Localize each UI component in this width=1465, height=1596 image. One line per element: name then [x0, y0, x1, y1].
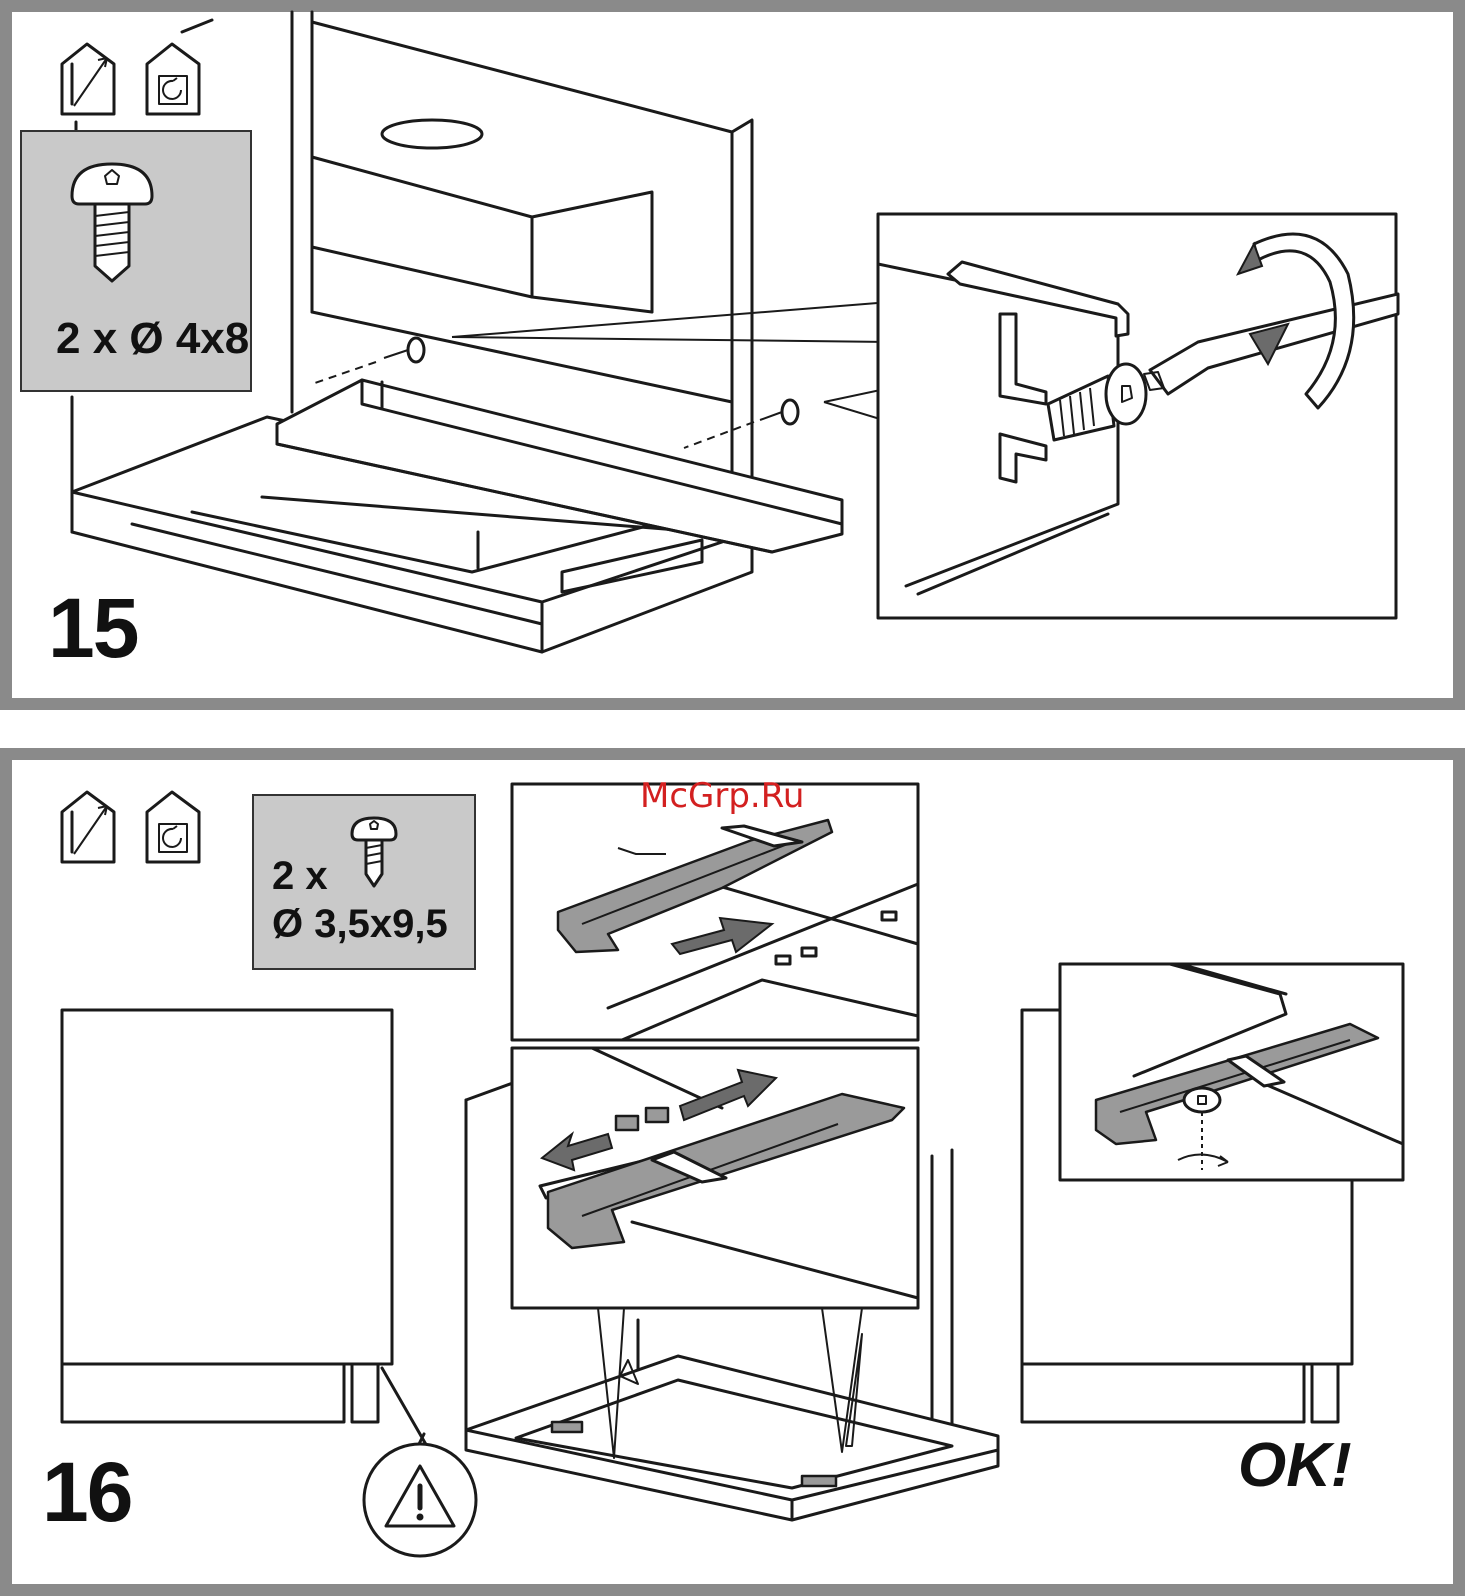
step-15-number: 15 [48, 586, 137, 670]
detail-inset-slide-direction [512, 1048, 932, 1310]
step-16-number: 16 [42, 1450, 131, 1534]
ok-label: OK! [1238, 1430, 1352, 1501]
screw-callout-box: 2 x Ø 3,5x9,5 [252, 794, 476, 970]
callout-pointer-lines [592, 1308, 892, 1468]
detail-inset-slide-clip [512, 784, 932, 1042]
step-15-panel: 2 x Ø 4x8 [0, 0, 1465, 710]
screw-icon [348, 814, 400, 894]
step-16-panel: 2 x Ø 3,5x9,5 [0, 748, 1465, 1596]
detail-inset-screwdriver [878, 214, 1398, 620]
screw-left [384, 338, 424, 362]
detail-inset-screw-fixed [1060, 964, 1405, 1184]
indoor-recirculation-icon [137, 782, 217, 872]
indoor-mounting-icon [52, 782, 132, 872]
screw-quantity-line1: 2 x [272, 854, 328, 899]
cabinet-side-view-left [52, 1000, 492, 1480]
screw-quantity-line2: Ø 3,5x9,5 [272, 902, 448, 947]
watermark-text: McGrp.Ru [640, 776, 804, 816]
screw-right [760, 400, 798, 424]
